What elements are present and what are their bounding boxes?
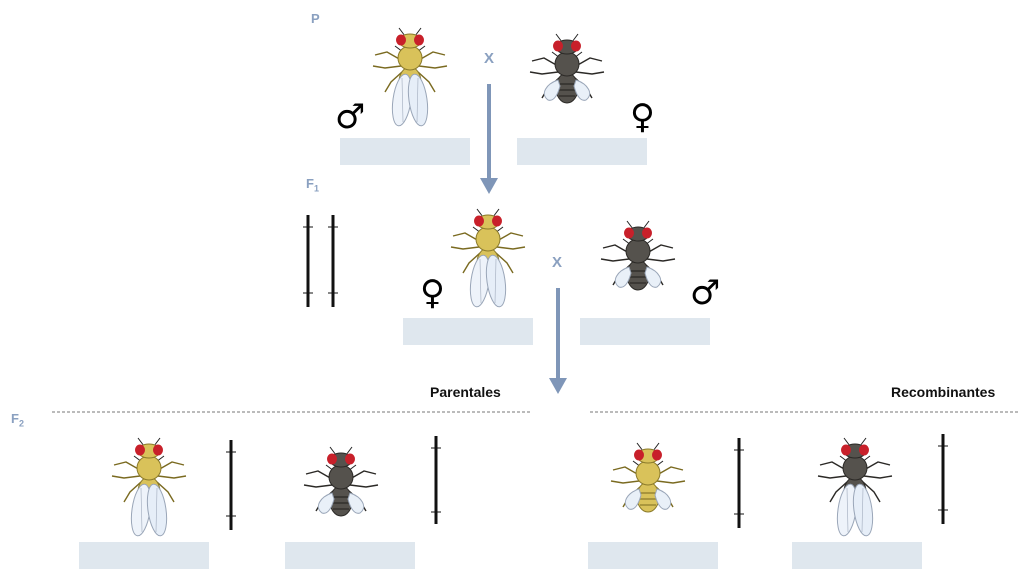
f2-chromosome-recombinant-2 bbox=[938, 434, 948, 524]
fly-p-female bbox=[522, 28, 612, 108]
fly-f2-recombinant-2 bbox=[810, 432, 900, 540]
arrowhead-p-to-f1 bbox=[480, 178, 498, 194]
fly-f2-parental-2 bbox=[296, 441, 386, 521]
fly-f2-parental-1 bbox=[104, 432, 194, 540]
fly-f2-recombinant-1 bbox=[603, 437, 693, 517]
f2-chromosome-parental-2 bbox=[431, 436, 441, 524]
arrowhead-f1-to-f2 bbox=[549, 378, 567, 394]
fly-f1-female bbox=[443, 203, 533, 311]
f1-chromosome-pair bbox=[303, 215, 338, 307]
fly-f1-male bbox=[593, 215, 683, 295]
f2-chromosome-recombinant-1 bbox=[734, 438, 744, 528]
fly-p-male bbox=[365, 22, 455, 130]
f2-chromosome-parental-1 bbox=[226, 440, 236, 530]
